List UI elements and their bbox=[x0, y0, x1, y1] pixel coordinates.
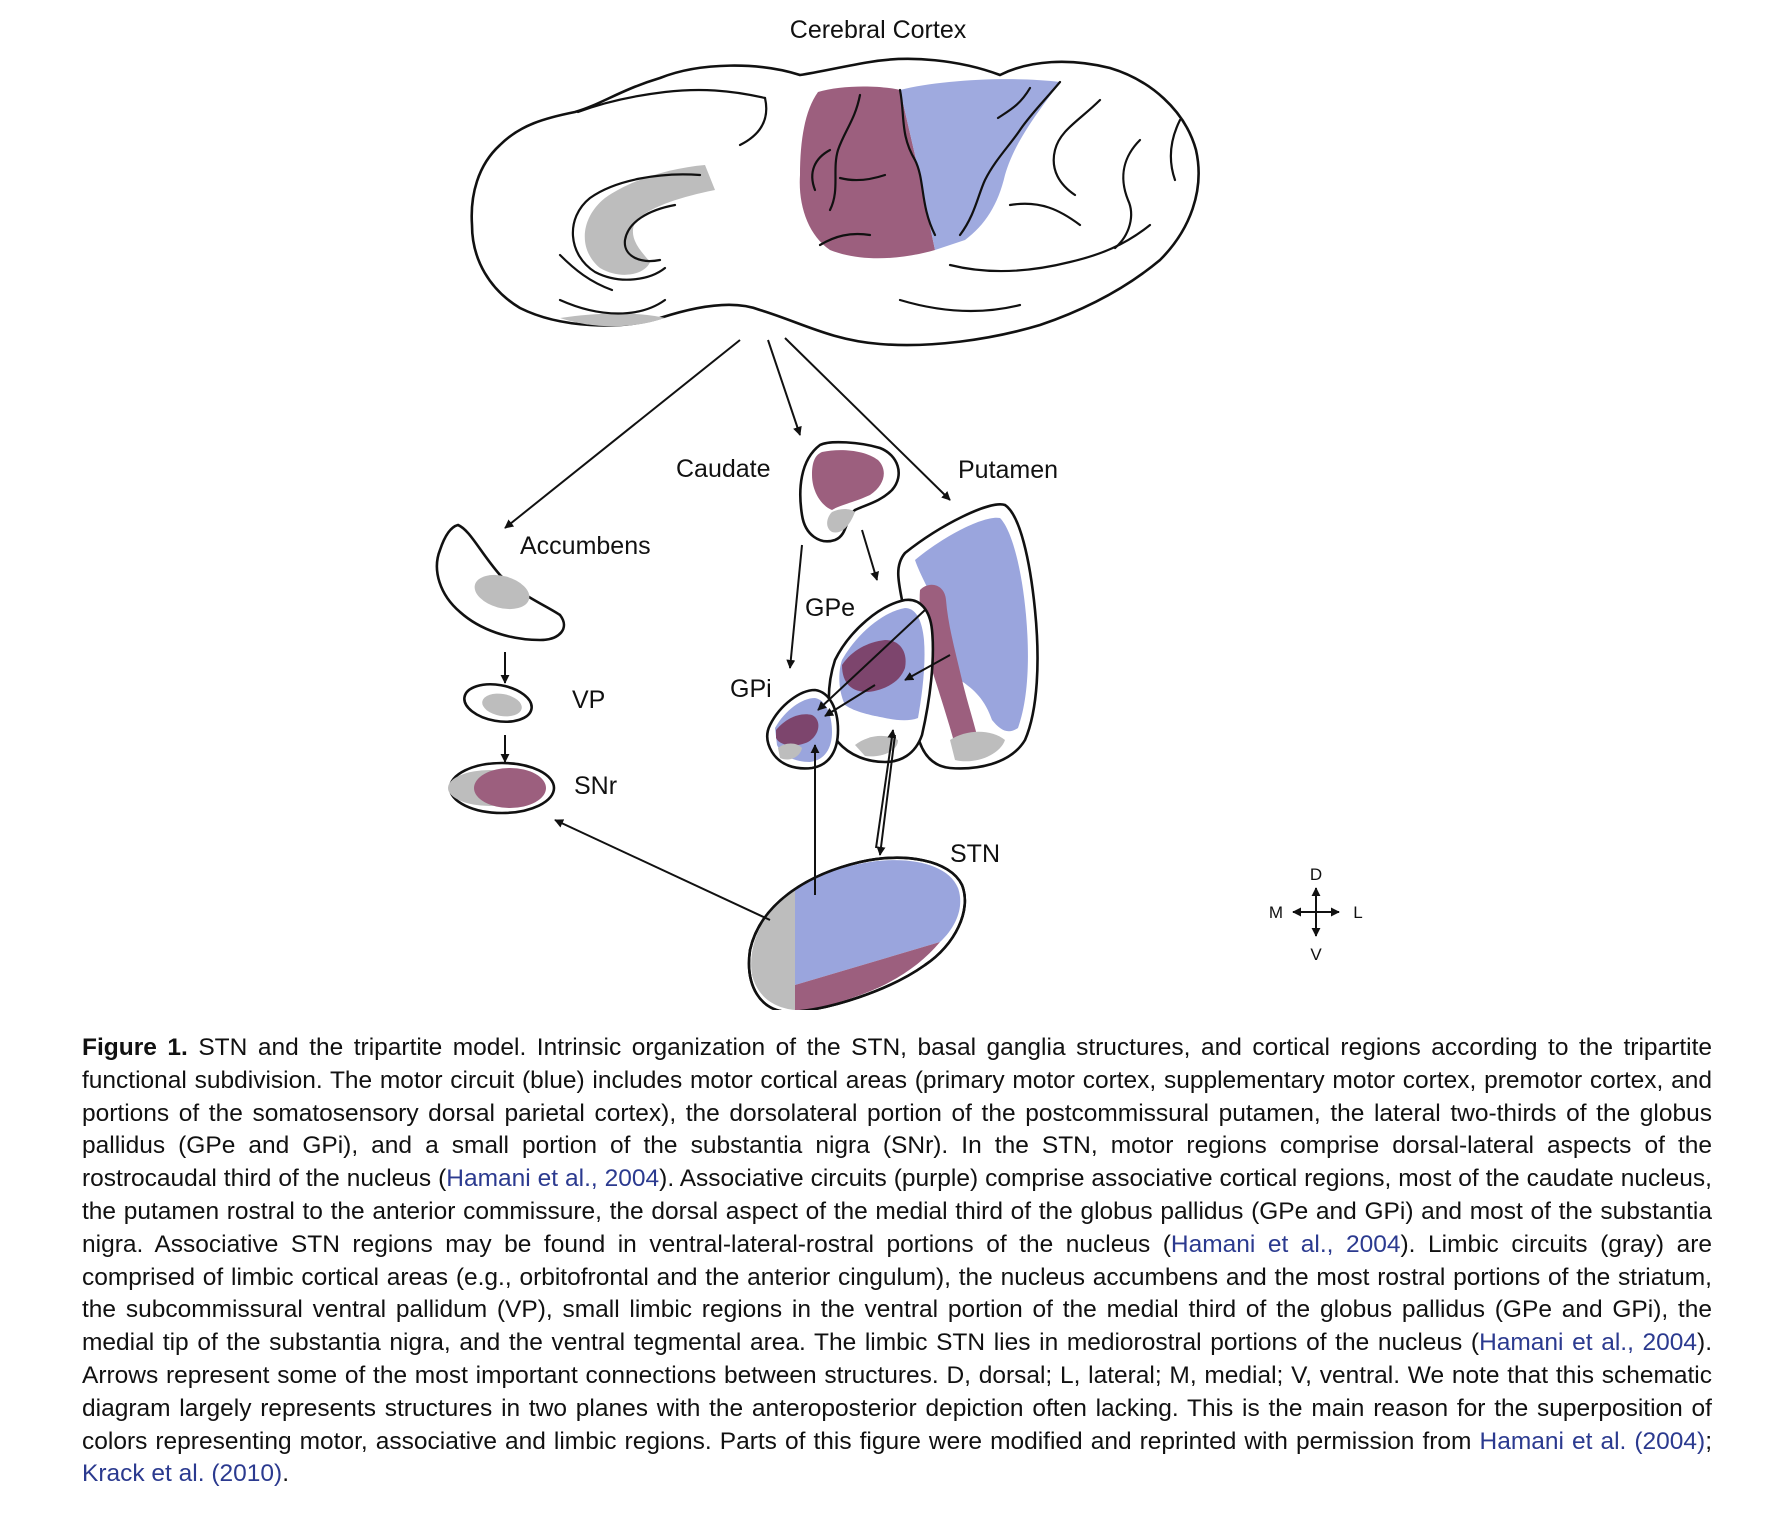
brain-cortex bbox=[470, 57, 1200, 347]
label-cerebral-cortex: Cerebral Cortex bbox=[790, 16, 967, 44]
putamen bbox=[896, 503, 1039, 770]
cortex-motor-region bbox=[900, 79, 1060, 250]
cortex-limbic-region bbox=[584, 165, 715, 275]
label-putamen: Putamen bbox=[958, 456, 1058, 484]
caption-citation-link[interactable]: Hamani et al., 2004 bbox=[446, 1165, 660, 1193]
figure-diagram: Cerebral Cortex Caudate Putamen Accumben… bbox=[435, 16, 1363, 1010]
compass-ventral: V bbox=[1310, 945, 1322, 964]
figure-caption: Figure 1. STN and the tripartite model. … bbox=[82, 1032, 1712, 1491]
label-snr: SNr bbox=[574, 772, 617, 800]
caption-citation-link[interactable]: Hamani et al., 2004 bbox=[1479, 1329, 1698, 1357]
caption-label: Figure 1. bbox=[82, 1034, 188, 1061]
vp bbox=[463, 683, 533, 723]
caption-text: STN and the tripartite model. Intrinsic … bbox=[82, 1034, 1713, 1193]
accumbens bbox=[435, 523, 566, 642]
caption-text: ). Limbic circuits (gray) are comprised … bbox=[82, 1230, 1713, 1357]
label-stn: STN bbox=[950, 840, 1000, 868]
orientation-compass: D V M L bbox=[1269, 865, 1363, 964]
caudate bbox=[799, 440, 900, 543]
caption-text: . bbox=[282, 1460, 289, 1488]
label-accumbens: Accumbens bbox=[520, 532, 651, 560]
caption-citation-link[interactable]: Hamani et al., 2004 bbox=[1170, 1230, 1401, 1258]
label-vp: VP bbox=[572, 686, 605, 714]
gpe bbox=[827, 598, 935, 764]
caption-text: ; bbox=[1705, 1427, 1712, 1455]
stn bbox=[747, 856, 967, 1010]
cortex-limbic-orbital bbox=[560, 313, 665, 327]
label-caudate: Caudate bbox=[676, 455, 771, 483]
label-gpi: GPi bbox=[730, 675, 772, 703]
compass-lateral: L bbox=[1353, 903, 1362, 922]
caption-text: ). Arrows represent some of the most imp… bbox=[82, 1329, 1712, 1455]
caption-citation-link[interactable]: Hamani et al. (2004) bbox=[1479, 1427, 1706, 1455]
cortex-associative-region bbox=[799, 86, 935, 259]
compass-dorsal: D bbox=[1310, 865, 1322, 884]
compass-medial: M bbox=[1269, 903, 1283, 922]
snr bbox=[448, 761, 556, 815]
caption-text: ). Associative circuits (purple) compris… bbox=[82, 1165, 1712, 1258]
connection-arrows bbox=[500, 337, 951, 921]
label-gpe: GPe bbox=[805, 594, 855, 622]
caption-citation-link[interactable]: Krack et al. (2010) bbox=[82, 1460, 283, 1488]
